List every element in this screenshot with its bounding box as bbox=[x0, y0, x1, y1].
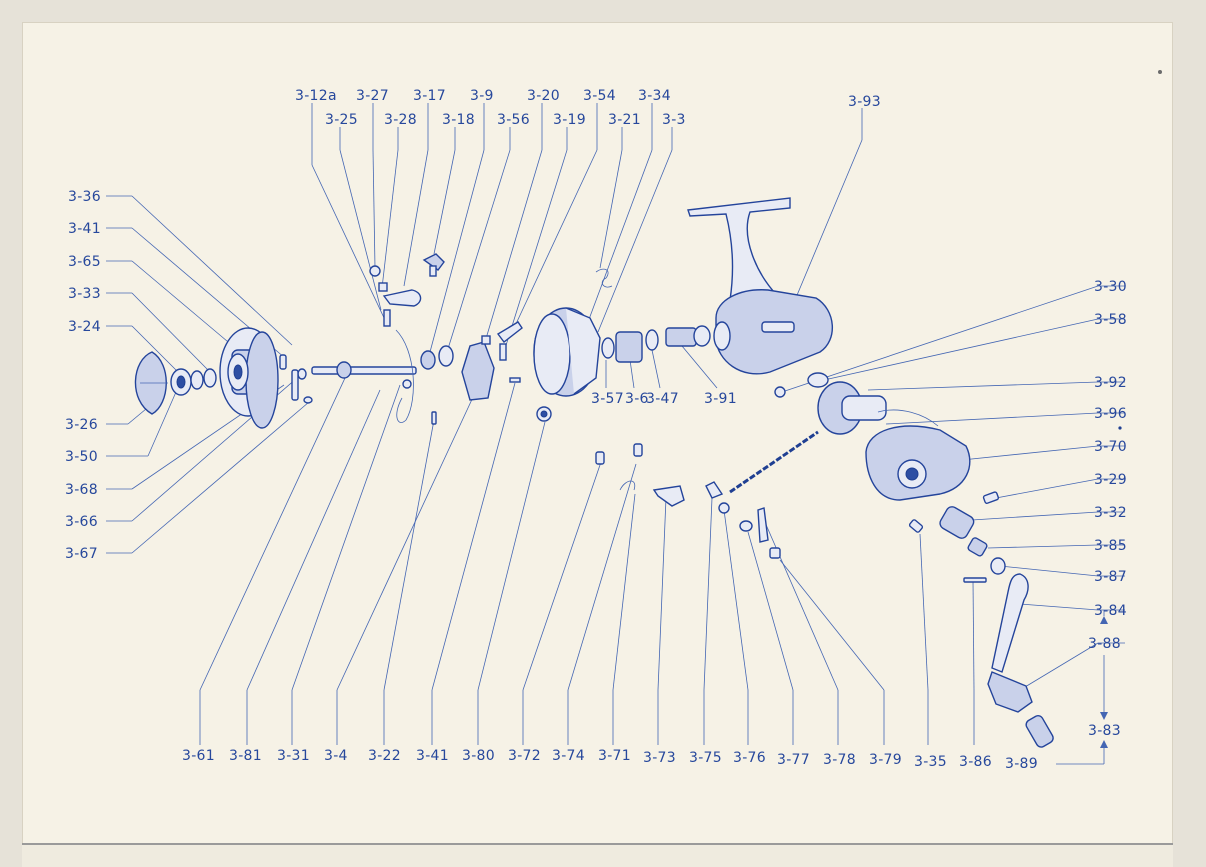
small-screws-center bbox=[536, 406, 781, 559]
label-3-87: 3-87 bbox=[1094, 569, 1127, 585]
label-3-24: 3-24 bbox=[68, 319, 101, 335]
label-3-41-lower: 3-41 bbox=[416, 748, 449, 764]
label-3-78: 3-78 bbox=[823, 752, 856, 768]
manual-page bbox=[22, 22, 1173, 847]
label-3-35: 3-35 bbox=[914, 754, 947, 770]
label-3-47: 3-47 bbox=[646, 391, 679, 407]
label-3-79: 3-79 bbox=[869, 752, 902, 768]
label-3-70: 3-70 bbox=[1094, 439, 1127, 455]
label-3-12a: 3-12a bbox=[295, 88, 337, 104]
leader-lines bbox=[106, 103, 1125, 765]
drive-parts bbox=[601, 325, 711, 363]
spool-clips bbox=[279, 354, 313, 404]
label-3-22: 3-22 bbox=[368, 748, 401, 764]
bail-arm-parts bbox=[369, 253, 445, 327]
antireverse-spring bbox=[729, 430, 819, 494]
ink-dot bbox=[1118, 426, 1122, 430]
spool bbox=[219, 327, 279, 429]
label-3-31: 3-31 bbox=[277, 748, 310, 764]
label-3-25: 3-25 bbox=[325, 112, 358, 128]
label-3-58: 3-58 bbox=[1094, 312, 1127, 328]
label-3-28: 3-28 bbox=[384, 112, 417, 128]
label-3-17: 3-17 bbox=[413, 88, 446, 104]
label-3-9: 3-9 bbox=[470, 88, 494, 104]
label-3-3: 3-3 bbox=[662, 112, 686, 128]
label-3-80: 3-80 bbox=[462, 748, 495, 764]
label-3-88: 3-88 bbox=[1088, 636, 1121, 652]
label-3-71: 3-71 bbox=[598, 748, 631, 764]
rear-housing bbox=[774, 372, 971, 501]
label-3-4: 3-4 bbox=[324, 748, 348, 764]
label-3-67: 3-67 bbox=[65, 546, 98, 562]
page-fold bbox=[22, 843, 1173, 845]
main-shaft bbox=[311, 361, 417, 379]
label-3-65: 3-65 bbox=[68, 254, 101, 270]
label-3-30: 3-30 bbox=[1094, 279, 1127, 295]
label-3-92: 3-92 bbox=[1094, 375, 1127, 391]
label-3-68: 3-68 bbox=[65, 482, 98, 498]
label-3-54: 3-54 bbox=[583, 88, 616, 104]
spool-knob bbox=[134, 351, 168, 415]
label-3-73: 3-73 bbox=[643, 750, 676, 766]
label-3-18: 3-18 bbox=[442, 112, 475, 128]
label-3-41: 3-41 bbox=[68, 221, 101, 237]
rotor-housing bbox=[533, 307, 601, 397]
label-3-85: 3-85 bbox=[1094, 538, 1127, 554]
spring-top bbox=[595, 268, 613, 288]
label-3-27: 3-27 bbox=[356, 88, 389, 104]
paper-speck bbox=[1158, 70, 1162, 74]
label-3-20: 3-20 bbox=[527, 88, 560, 104]
label-3-76: 3-76 bbox=[733, 750, 766, 766]
bail-wire bbox=[395, 329, 437, 425]
label-3-33: 3-33 bbox=[68, 286, 101, 302]
label-3-56: 3-56 bbox=[497, 112, 530, 128]
label-3-66: 3-66 bbox=[65, 514, 98, 530]
next-page-edge bbox=[22, 845, 1173, 867]
label-3-91: 3-91 bbox=[704, 391, 737, 407]
label-3-84: 3-84 bbox=[1094, 603, 1127, 619]
washers-front bbox=[170, 368, 217, 396]
label-3-74: 3-74 bbox=[552, 748, 585, 764]
label-3-26: 3-26 bbox=[65, 417, 98, 433]
label-3-34: 3-34 bbox=[638, 88, 671, 104]
label-3-77: 3-77 bbox=[777, 752, 810, 768]
label-3-96: 3-96 bbox=[1094, 406, 1127, 422]
label-3-29: 3-29 bbox=[1094, 472, 1127, 488]
rotor-cam bbox=[461, 341, 495, 401]
label-3-93: 3-93 bbox=[848, 94, 881, 110]
label-3-86: 3-86 bbox=[959, 754, 992, 770]
label-3-83: 3-83 bbox=[1088, 723, 1121, 739]
handle-parts bbox=[908, 491, 1006, 583]
label-3-75: 3-75 bbox=[689, 750, 722, 766]
part-labels: 3-12a 3-27 3-17 3-9 3-20 3-54 3-34 3-93 … bbox=[65, 88, 1127, 772]
label-3-81: 3-81 bbox=[229, 748, 262, 764]
label-3-57: 3-57 bbox=[591, 391, 624, 407]
label-3-21: 3-21 bbox=[608, 112, 641, 128]
label-3-36: 3-36 bbox=[68, 189, 101, 205]
small-parts-top bbox=[481, 321, 523, 383]
label-3-72: 3-72 bbox=[508, 748, 541, 764]
body-frame bbox=[687, 197, 834, 375]
label-3-19: 3-19 bbox=[553, 112, 586, 128]
label-3-32: 3-32 bbox=[1094, 505, 1127, 521]
label-3-50: 3-50 bbox=[65, 449, 98, 465]
washers-mid bbox=[420, 345, 454, 370]
crank-handle bbox=[987, 573, 1054, 748]
label-3-89: 3-89 bbox=[1005, 756, 1038, 772]
label-3-6: 3-6 bbox=[625, 391, 649, 407]
label-3-61: 3-61 bbox=[182, 748, 215, 764]
